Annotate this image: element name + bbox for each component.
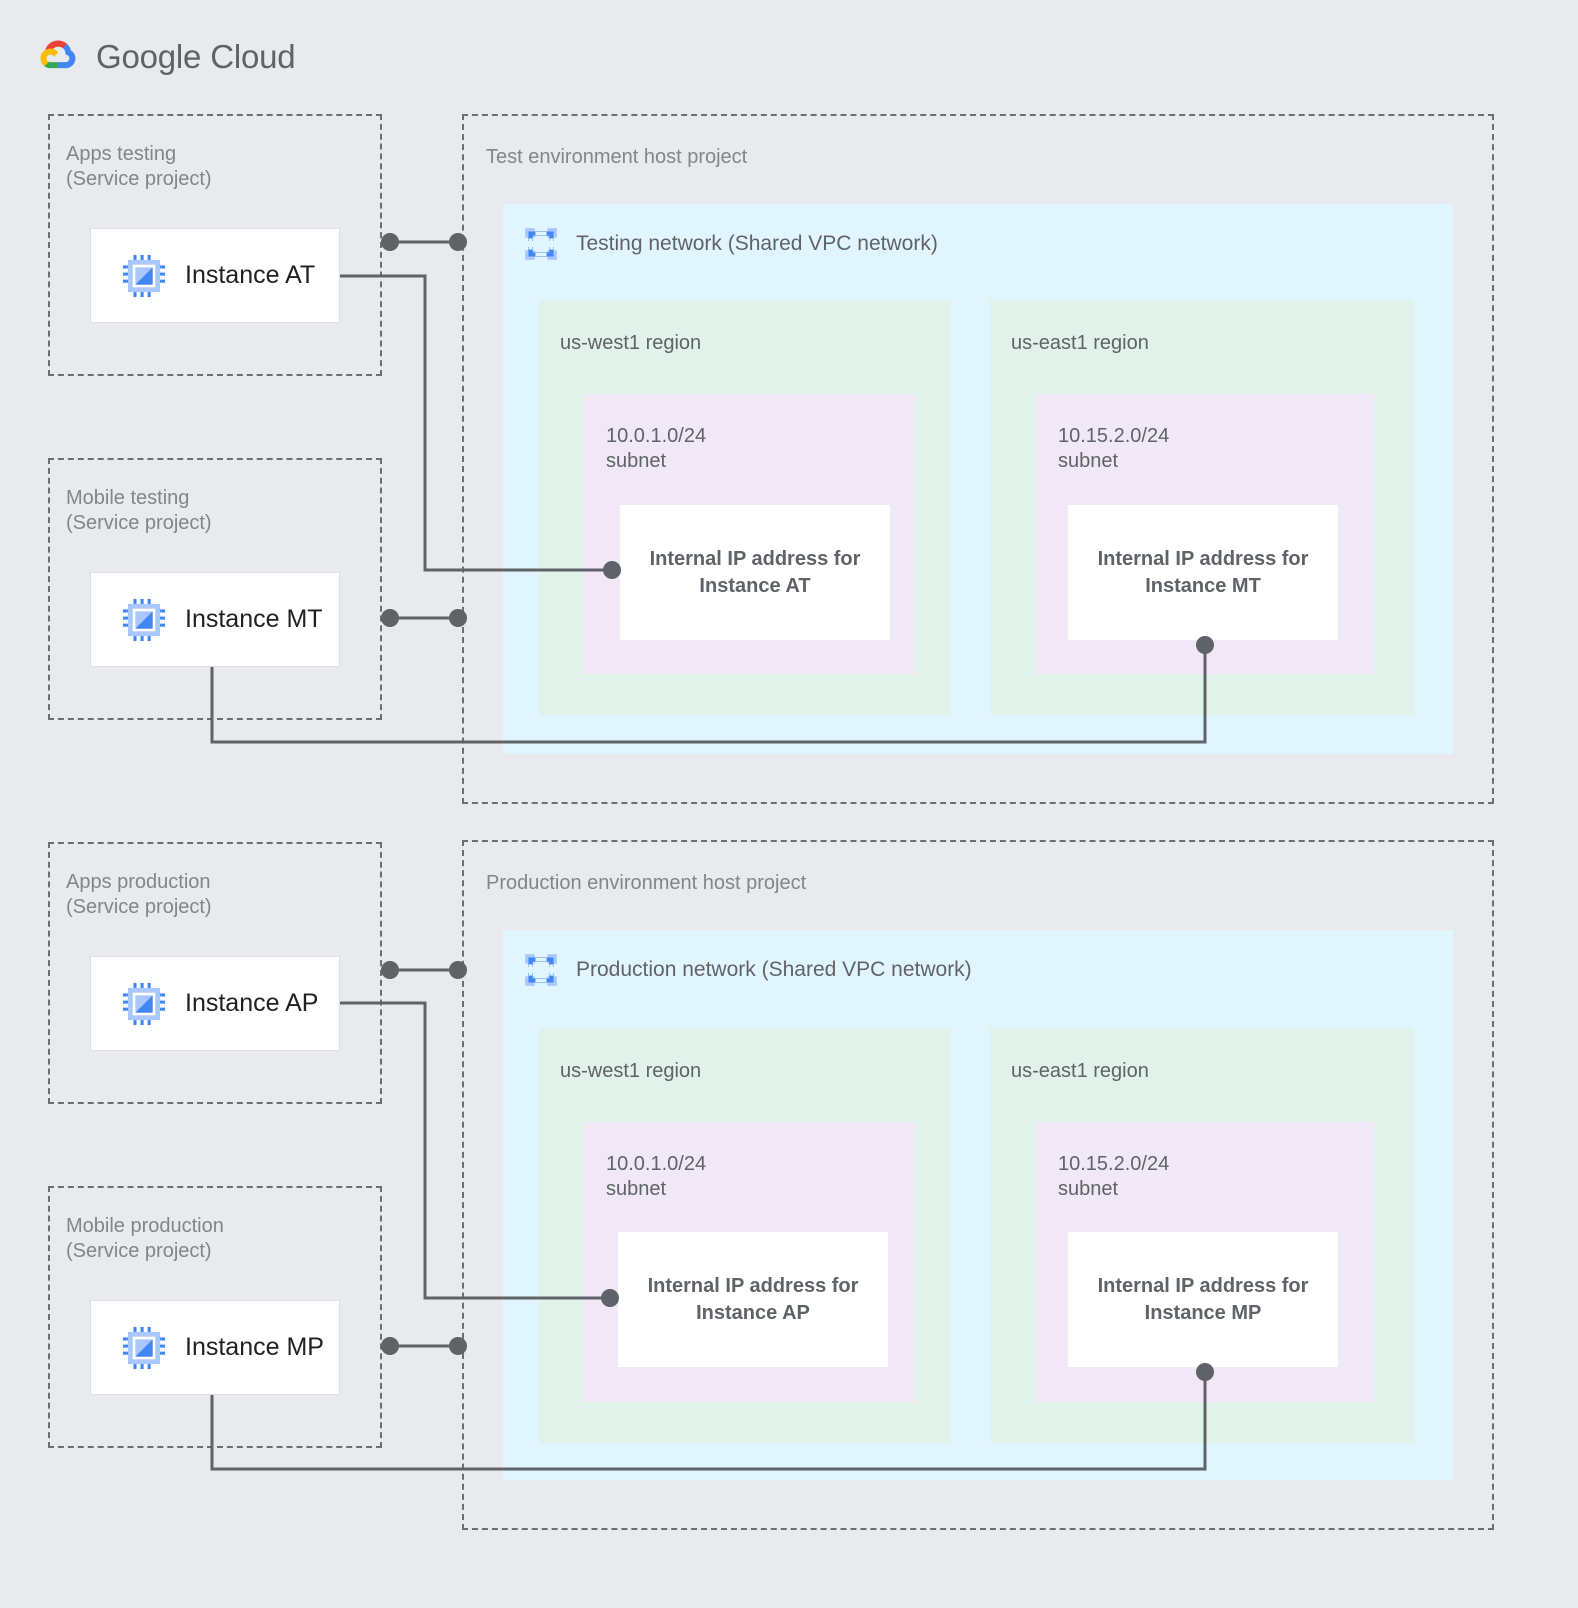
project-label-line1: Apps production: [66, 871, 211, 893]
subnet-cidr: 10.15.2.0/24: [1058, 1153, 1170, 1175]
project-label-line2: (Service project): [66, 1240, 212, 1262]
subnet-label-test-us-west1: 10.0.1.0/24 subnet: [606, 424, 706, 474]
region-label-test-us-west1: us-west1 region: [560, 332, 702, 354]
connector-dot: [381, 233, 399, 251]
project-label-line2: (Service project): [66, 512, 212, 534]
instance-box-ap[interactable]: Instance AP: [90, 956, 340, 1051]
internal-ip-label-mt: Internal IP address for Instance MT: [1097, 547, 1309, 597]
internal-ip-box-at: Internal IP address for Instance AT: [620, 505, 890, 640]
project-label-line2: (Service project): [66, 168, 212, 190]
instance-label-mt: Instance MT: [185, 605, 323, 633]
project-label-line1: Mobile testing: [66, 487, 190, 509]
brand-wordmark: Google Cloud: [96, 38, 296, 76]
brand-name-secondary: Cloud: [210, 38, 296, 75]
host-project-production-label: Production environment host project: [486, 872, 807, 894]
vm-instance-icon: [122, 982, 166, 1025]
subnet-type: subnet: [1058, 1178, 1119, 1200]
subnet-type: subnet: [1058, 450, 1119, 472]
vm-instance-icon: [122, 1326, 166, 1369]
instance-label-ap: Instance AP: [185, 989, 319, 1017]
instance-box-mt[interactable]: Instance MT: [90, 572, 340, 667]
service-project-apps-testing-label: Apps testing (Service project): [66, 142, 212, 192]
vpc-network-icon: [525, 954, 557, 986]
subnet-label-production-us-east1: 10.15.2.0/24 subnet: [1058, 1152, 1169, 1202]
connector-dot: [381, 1337, 399, 1355]
subnet-label-test-us-east1: 10.15.2.0/24 subnet: [1058, 424, 1169, 474]
host-project-test-label: Test environment host project: [486, 146, 748, 168]
connector-dot: [381, 609, 399, 627]
project-label-line1: Apps testing: [66, 143, 177, 165]
region-label-production-us-east1: us-east1 region: [1011, 1060, 1149, 1082]
vm-instance-icon: [122, 598, 166, 641]
internal-ip-label-at: Internal IP address for Instance AT: [649, 547, 861, 597]
internal-ip-box-mp: Internal IP address for Instance MP: [1068, 1232, 1338, 1367]
service-project-mobile-production-label: Mobile production (Service project): [66, 1214, 224, 1264]
subnet-type: subnet: [606, 450, 667, 472]
instance-label-at: Instance AT: [185, 261, 316, 289]
internal-ip-box-ap: Internal IP address for Instance AP: [618, 1232, 888, 1367]
internal-ip-box-mt: Internal IP address for Instance MT: [1068, 505, 1338, 640]
instance-label-mp: Instance MP: [185, 1333, 324, 1361]
connector-dot: [381, 961, 399, 979]
subnet-cidr: 10.0.1.0/24: [606, 1153, 707, 1175]
instance-box-at[interactable]: Instance AT: [90, 228, 340, 323]
vpc-network-title-production: Production network (Shared VPC network): [576, 958, 972, 981]
service-project-apps-production-label: Apps production (Service project): [66, 870, 212, 920]
vpc-network-header-production: Production network (Shared VPC network): [522, 951, 972, 989]
subnet-label-production-us-west1: 10.0.1.0/24 subnet: [606, 1152, 706, 1202]
brand-name-primary: Google: [96, 38, 202, 75]
subnet-cidr: 10.15.2.0/24: [1058, 425, 1170, 447]
project-label-line1: Mobile production: [66, 1215, 224, 1237]
region-label-test-us-east1: us-east1 region: [1011, 332, 1149, 354]
subnet-cidr: 10.0.1.0/24: [606, 425, 707, 447]
google-cloud-logo-icon: [40, 40, 76, 69]
service-project-mobile-testing-label: Mobile testing (Service project): [66, 486, 212, 536]
internal-ip-label-ap: Internal IP address for Instance AP: [647, 1274, 859, 1324]
subnet-type: subnet: [606, 1178, 667, 1200]
vm-instance-icon: [122, 254, 166, 297]
vpc-network-icon: [525, 228, 557, 260]
google-cloud-logo: Google Cloud: [34, 34, 296, 80]
instance-box-mp[interactable]: Instance MP: [90, 1300, 340, 1395]
project-label-line2: (Service project): [66, 896, 212, 918]
internal-ip-label-mp: Internal IP address for Instance MP: [1097, 1274, 1309, 1324]
vpc-network-header-testing: Testing network (Shared VPC network): [522, 225, 938, 263]
region-label-production-us-west1: us-west1 region: [560, 1060, 702, 1082]
vpc-network-title-testing: Testing network (Shared VPC network): [576, 232, 938, 255]
